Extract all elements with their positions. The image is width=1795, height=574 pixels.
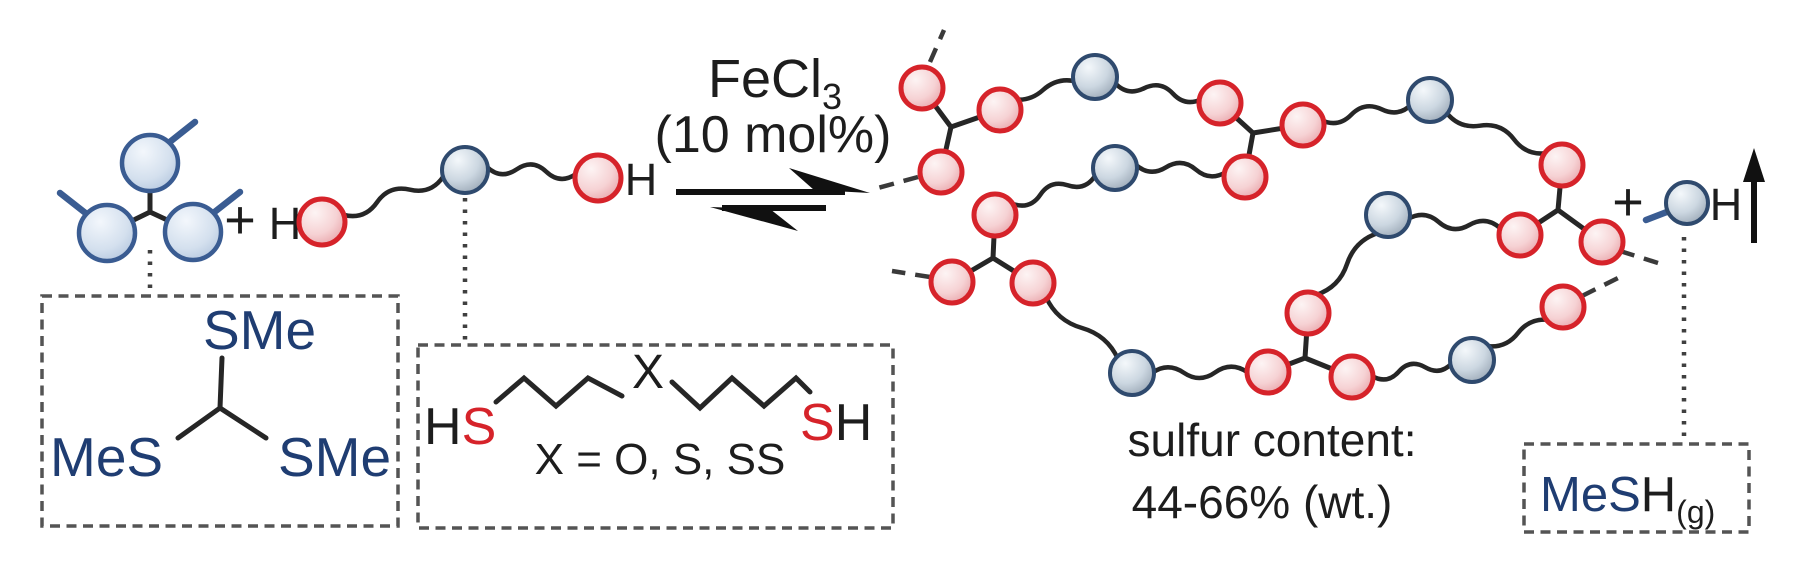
svg-text:MeSH(g): MeSH(g): [1540, 468, 1715, 530]
mes-left-label: MeS: [50, 426, 163, 488]
x-atom-label: X: [632, 346, 664, 399]
sme-right-label: SMe: [278, 426, 391, 488]
catalyst-loading: (10 mol%): [655, 106, 892, 164]
equilibrium-arrows: [676, 168, 870, 231]
thiol-h-label: H: [625, 154, 658, 205]
linker-sphere: [1364, 191, 1412, 239]
sulfur-content-line2: 44-66% (wt.): [1132, 476, 1393, 528]
svg-text:FeCl3: FeCl3: [708, 49, 842, 117]
sulfur-sphere: [1009, 259, 1057, 307]
sulfur-sphere: [1538, 141, 1586, 189]
polymer-network: [877, 29, 1659, 401]
hs-s: S: [462, 398, 497, 456]
reagent-sphere: [119, 132, 181, 194]
svg-text:SH: SH: [800, 394, 872, 452]
sme-top-label: SMe: [203, 299, 316, 361]
mesh-h: H: [1641, 468, 1676, 522]
plus-sign: +: [1612, 172, 1644, 232]
sulfur-sphere: [976, 86, 1024, 134]
linker-sphere: [1664, 180, 1710, 226]
sulfur-sphere: [1496, 211, 1544, 259]
sulfur-content-label: sulfur content: 44-66% (wt.): [1128, 414, 1417, 528]
mesh-phase: (g): [1676, 494, 1715, 530]
sulfur-sphere: [1328, 353, 1376, 401]
mesh-mes: MeS: [1540, 468, 1641, 522]
orthoester-structure-box: SMe MeS SMe: [40, 294, 400, 528]
sh-s: S: [800, 394, 835, 452]
sulfur-sphere: [1196, 79, 1244, 127]
linker-sphere: [440, 145, 490, 195]
linker-sphere: [1071, 53, 1119, 101]
sulfur-sphere: [971, 191, 1019, 239]
sulfur-sphere: [1578, 218, 1626, 266]
gas-up-arrow: [1743, 148, 1765, 243]
sulfur-sphere: [1539, 283, 1587, 331]
thiol-h-label: H: [269, 198, 302, 249]
dithiol-reagent: H H: [269, 145, 658, 342]
linker-sphere: [1091, 144, 1139, 192]
reagent-sphere: [76, 202, 138, 264]
reverse-harpoon: [710, 207, 798, 231]
catalyst-label: FeCl3 (10 mol%): [655, 49, 892, 164]
sulfur-sphere: [898, 64, 946, 112]
byproduct-h-label: H: [1710, 179, 1743, 230]
sulfur-sphere: [928, 258, 976, 306]
sulfur-sphere: [917, 148, 965, 196]
forward-harpoon: [789, 168, 870, 193]
x-variants-label: X = O, S, SS: [535, 435, 786, 484]
sulfur-content-line1: sulfur content:: [1128, 414, 1417, 466]
methyl-tail: [208, 188, 244, 218]
sulfur-sphere: [1279, 101, 1327, 149]
orthoester-reagent: [56, 118, 244, 293]
hs-h: H: [424, 398, 462, 456]
catalyst-formula: FeCl: [708, 49, 822, 109]
sulfur-sphere: [572, 152, 624, 204]
byproduct-mesh: + H MeSH(g): [1522, 148, 1765, 534]
linker-sphere: [1406, 76, 1454, 124]
svg-text:HS: HS: [424, 398, 496, 456]
dithiol-structure-box: HS X SH X = O, S, SS: [416, 343, 895, 530]
sulfur-sphere: [1221, 153, 1269, 201]
methyl-tail: [56, 189, 92, 219]
sh-h: H: [835, 394, 873, 452]
linker-sphere: [1108, 349, 1156, 397]
reagent-sphere: [162, 201, 224, 263]
linker-sphere: [1448, 336, 1496, 384]
sulfur-sphere: [1244, 348, 1292, 396]
network-sulfur-spheres: [898, 64, 1626, 401]
sulfur-sphere: [1284, 289, 1332, 337]
network-linker-spheres: [1071, 53, 1496, 397]
sulfur-sphere: [296, 196, 348, 248]
catalyst-sub: 3: [822, 76, 842, 117]
plus-sign: +: [224, 190, 256, 250]
